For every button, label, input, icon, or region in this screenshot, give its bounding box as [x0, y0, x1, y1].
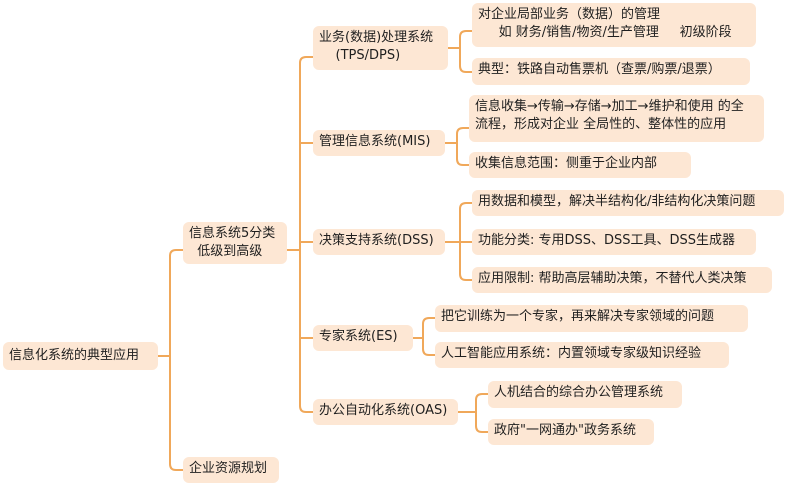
leaf-tps-desc[interactable]: 对企业局部业务（数据）的管理 如 财务/销售/物资/生产管理 初级阶段 — [472, 3, 756, 47]
leaf-oas-gov[interactable]: 政府"一网通办"政务系统 — [488, 419, 654, 445]
oas-link-branch-1 — [475, 412, 488, 433]
cat-link-branch-4 — [299, 250, 313, 413]
oas-link-branch-0 — [475, 393, 488, 412]
root-link-branch-1 — [169, 356, 183, 471]
leaf-mis-scope[interactable]: 收集信息范围：侧重于企业内部 — [469, 152, 691, 178]
tps-link-branch-1 — [459, 48, 472, 73]
es-link-branch-1 — [422, 338, 435, 356]
node-oas[interactable]: 办公自动化系统(OAS) — [313, 399, 458, 425]
leaf-dss-limits[interactable]: 应用限制: 帮助高层辅助决策，不替代人类决策 — [472, 267, 772, 293]
leaf-mis-process[interactable]: 信息收集→传输→存储→加工→维护和使用 的全 流程，形成对企业 全局性的、整体性… — [469, 95, 764, 142]
dss-link-branch-2 — [459, 242, 472, 281]
root-link-branch-0 — [169, 249, 183, 356]
mis-link-branch-0 — [456, 127, 469, 143]
leaf-es-ai[interactable]: 人工智能应用系统：内置领域专家级知识经验 — [435, 342, 729, 368]
es-link-branch-0 — [422, 317, 435, 338]
node-erp[interactable]: 企业资源规划 — [183, 457, 279, 483]
leaf-dss-functions[interactable]: 功能分类: 专用DSS、DSS工具、DSS生成器 — [472, 229, 756, 255]
tps-link-branch-0 — [459, 30, 472, 48]
mis-link-branch-1 — [456, 143, 469, 166]
dss-link-branch-0 — [459, 202, 472, 242]
node-mis[interactable]: 管理信息系统(MIS) — [313, 130, 445, 156]
leaf-tps-example[interactable]: 典型：铁路自动售票机（查票/购票/退票） — [472, 58, 750, 85]
leaf-oas-office[interactable]: 人机结合的综合办公管理系统 — [488, 381, 682, 408]
leaf-es-train[interactable]: 把它训练为一个专家，再来解决专家领域的问题 — [435, 305, 748, 332]
node-dss[interactable]: 决策支持系统(DSS) — [313, 229, 445, 255]
node-es[interactable]: 专家系统(ES) — [313, 325, 413, 351]
node-tps-dps[interactable]: 业务(数据)处理系统 (TPS/DPS) — [313, 26, 448, 70]
cat-link-branch-0 — [299, 56, 313, 250]
node-info-system-5-categories[interactable]: 信息系统5分类 低级到高级 — [183, 222, 287, 264]
root-node[interactable]: 信息化系统的典型应用 — [3, 342, 158, 370]
leaf-dss-method[interactable]: 用数据和模型，解决半结构化/非结构化决策问题 — [472, 190, 784, 216]
